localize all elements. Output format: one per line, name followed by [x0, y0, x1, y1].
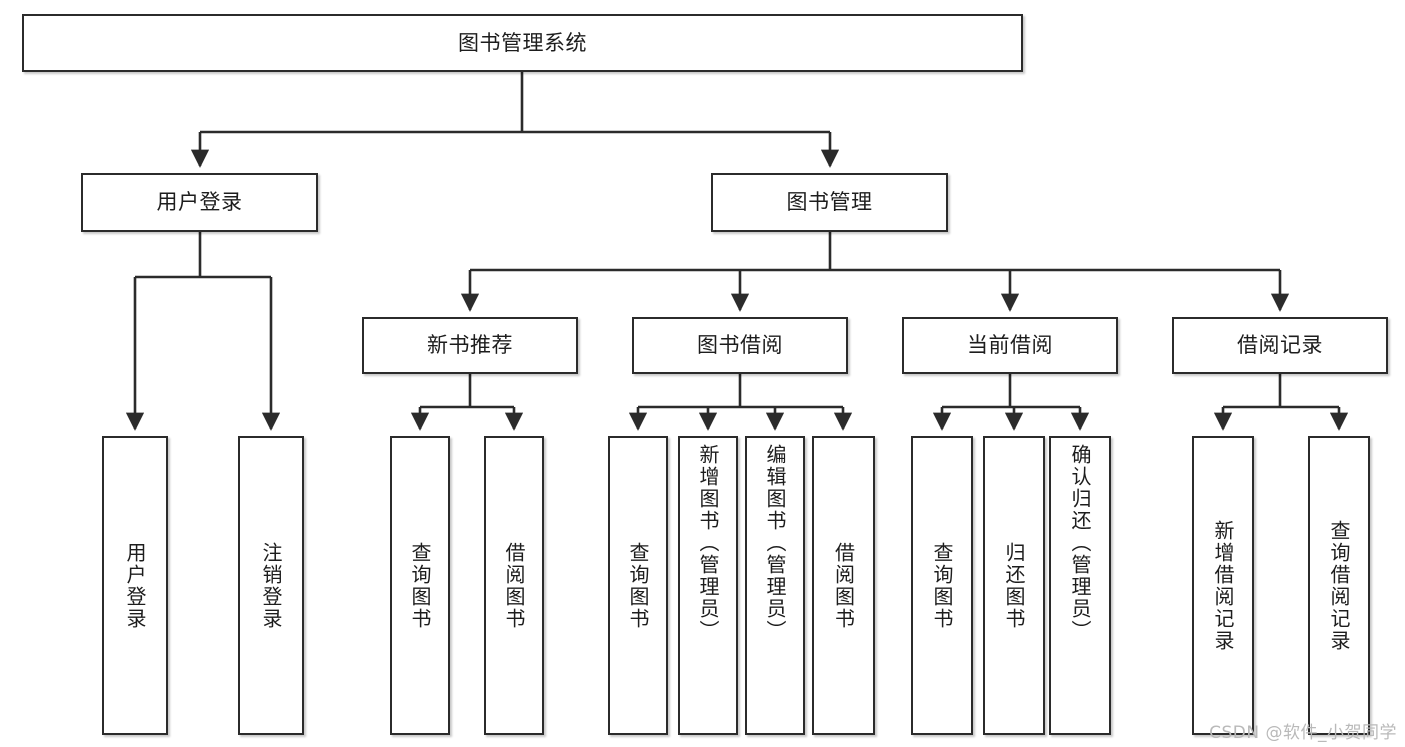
node-label: 借阅记录	[1237, 333, 1323, 358]
leaf-add-borrow-record[interactable]: 新增借阅记录	[1192, 436, 1254, 735]
node-label: 图书管理系统	[458, 30, 587, 55]
leaf-query-book-current[interactable]: 查询图书	[911, 436, 973, 735]
leaf-user-login[interactable]: 用户登录	[102, 436, 168, 735]
leaf-edit-book-admin[interactable]: 编辑图书（管理员）	[745, 436, 805, 735]
node-label: 注销登录	[259, 541, 283, 630]
node-label: 借阅图书	[502, 541, 526, 630]
leaf-user-logout[interactable]: 注销登录	[238, 436, 304, 735]
node-label: 图书借阅	[697, 333, 783, 358]
leaf-confirm-return-admin[interactable]: 确认归还（管理员）	[1049, 436, 1111, 735]
leaf-query-borrow-record[interactable]: 查询借阅记录	[1308, 436, 1370, 735]
leaf-return-book[interactable]: 归还图书	[983, 436, 1045, 735]
node-label: 归还图书	[1002, 541, 1026, 630]
node-label: 新增借阅记录	[1211, 519, 1235, 652]
leaf-borrow-book[interactable]: 借阅图书	[812, 436, 875, 735]
node-label: 查询图书	[930, 541, 954, 630]
leaf-borrow-book-recommendation[interactable]: 借阅图书	[484, 436, 544, 735]
node-label: 新增图书（管理员）	[696, 444, 720, 642]
node-label: 用户登录	[123, 541, 147, 630]
node-label: 编辑图书（管理员）	[763, 444, 787, 642]
node-current-borrow[interactable]: 当前借阅	[902, 317, 1118, 374]
node-root-system[interactable]: 图书管理系统	[22, 14, 1023, 72]
node-user-login[interactable]: 用户登录	[81, 173, 318, 232]
leaf-add-book-admin[interactable]: 新增图书（管理员）	[678, 436, 738, 735]
node-label: 当前借阅	[967, 333, 1053, 358]
node-label: 图书管理	[786, 190, 873, 215]
node-label: 查询图书	[626, 541, 650, 630]
leaf-query-book-borrow[interactable]: 查询图书	[608, 436, 668, 735]
node-label: 查询图书	[408, 541, 432, 630]
node-label: 新书推荐	[427, 333, 513, 358]
leaf-query-book-recommendation[interactable]: 查询图书	[390, 436, 450, 735]
node-label: 借阅图书	[831, 541, 856, 630]
node-label: 用户登录	[156, 190, 243, 215]
node-label: 查询借阅记录	[1327, 519, 1351, 652]
node-book-borrow[interactable]: 图书借阅	[632, 317, 848, 374]
node-book-manage[interactable]: 图书管理	[711, 173, 948, 232]
csdn-watermark: CSDN @软件_小贺同学	[1209, 723, 1397, 743]
node-borrow-record[interactable]: 借阅记录	[1172, 317, 1388, 374]
node-label: 确认归还（管理员）	[1068, 444, 1092, 642]
node-new-book-recommendation[interactable]: 新书推荐	[362, 317, 578, 374]
